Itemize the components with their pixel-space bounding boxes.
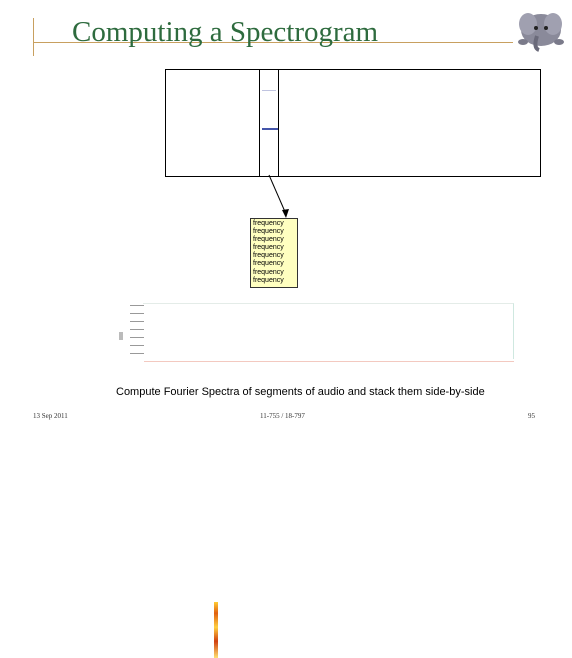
footer-date: 13 Sep 2011	[33, 412, 68, 420]
frequency-label: frequency	[253, 252, 284, 260]
elephant-mascot-icon	[518, 13, 564, 52]
waveform-trace	[262, 128, 278, 130]
slide-title: Computing a Spectrogram	[72, 16, 379, 48]
spectrogram-plot-area	[143, 303, 514, 359]
spectrogram-y-tick	[130, 345, 144, 346]
audio-waveform-panel	[165, 69, 541, 177]
spectrogram-y-tick	[130, 353, 144, 354]
title-accent-vertical-rule	[33, 18, 34, 56]
frequency-label: frequency	[253, 236, 284, 244]
title-accent-horizontal-rule	[33, 42, 513, 43]
spectrogram-y-tick	[130, 321, 144, 322]
spectrogram-y-axis-label-mark	[119, 332, 123, 340]
spectrogram-y-tick	[130, 337, 144, 338]
frequency-label: frequency	[253, 244, 284, 252]
analysis-window-segment	[259, 69, 279, 177]
frequency-label: frequency	[253, 260, 284, 268]
slide-caption: Compute Fourier Spectra of segments of a…	[116, 386, 485, 398]
spectrogram-y-tick	[130, 305, 144, 306]
waveform-trace-faint	[262, 90, 276, 91]
spectrogram-column	[214, 602, 218, 658]
frequency-spectrum-column: frequency frequency frequency frequency …	[250, 218, 298, 288]
spectrogram-x-axis	[144, 361, 514, 362]
spectrogram-y-tick	[130, 313, 144, 314]
frequency-label: frequency	[253, 276, 284, 284]
footer-course: 11-755 / 18-797	[260, 412, 305, 420]
footer-page-number: 95	[528, 412, 535, 420]
slide: Computing a Spectrogram frequency freque…	[33, 13, 564, 658]
frequency-label: frequency	[253, 220, 284, 227]
down-arrow-icon	[268, 174, 289, 218]
frequency-label: frequency	[253, 268, 284, 276]
spectrogram-y-tick	[130, 329, 144, 330]
spectrogram-image	[113, 299, 518, 658]
frequency-label: frequency	[253, 228, 284, 236]
